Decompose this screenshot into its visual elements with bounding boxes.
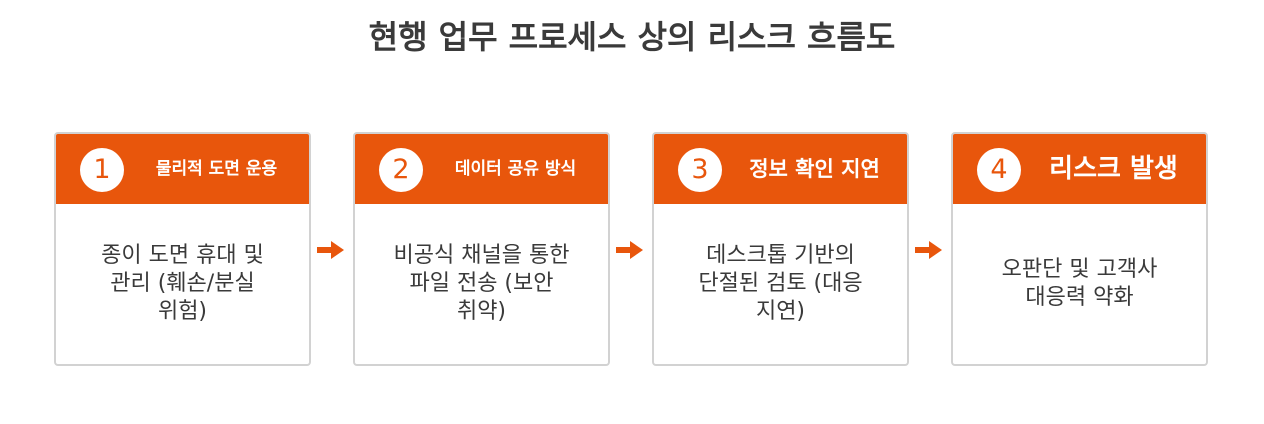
arrow-right-icon — [317, 241, 344, 259]
description-line: 대응력 약화 — [1025, 285, 1134, 310]
description-line: 취약) — [456, 299, 507, 324]
description-line: 데스크톱 기반의 — [706, 243, 855, 268]
description-line: 위험) — [157, 299, 208, 324]
step-description: 데스크톱 기반의 단절된 검토 (대응 지연) — [664, 204, 897, 364]
step-header: 1 물리적 도면 운용 — [56, 134, 309, 204]
step-number-badge: 3 — [678, 148, 722, 192]
arrow-right-icon — [616, 241, 643, 259]
step-description: 비공식 채널을 통한 파일 전송 (보안 취약) — [365, 204, 598, 364]
description-line: 비공식 채널을 통한 — [393, 243, 570, 268]
step-number-badge: 1 — [80, 148, 124, 192]
step-description: 오판단 및 고객사 대응력 약화 — [963, 204, 1196, 364]
step-number-badge: 2 — [379, 148, 423, 192]
step-title: 물리적 도면 운용 — [155, 159, 278, 179]
description-line: 오판단 및 고객사 — [1001, 257, 1158, 282]
page-title: 현행 업무 프로세스 상의 리스크 흐름도 — [368, 18, 896, 56]
description-line: 단절된 검토 (대응 — [698, 271, 863, 296]
step-title: 리스크 발생 — [1049, 154, 1178, 184]
step-title: 데이터 공유 방식 — [454, 159, 577, 179]
step-header: 4 리스크 발생 — [953, 134, 1206, 204]
arrow-right-icon — [915, 241, 942, 259]
step-description: 종이 도면 휴대 및 관리 (훼손/분실 위험) — [66, 204, 299, 364]
step-header: 3 정보 확인 지연 — [654, 134, 907, 204]
step-header: 2 데이터 공유 방식 — [355, 134, 608, 204]
description-line: 관리 (훼손/분실 — [110, 271, 255, 296]
description-line: 지연) — [755, 299, 806, 324]
process-step-1: 1 물리적 도면 운용 종이 도면 휴대 및 관리 (훼손/분실 위험) — [54, 132, 311, 366]
process-step-2: 2 데이터 공유 방식 비공식 채널을 통한 파일 전송 (보안 취약) — [353, 132, 610, 366]
step-title: 정보 확인 지연 — [749, 157, 880, 181]
step-number-badge: 4 — [977, 148, 1021, 192]
process-step-3: 3 정보 확인 지연 데스크톱 기반의 단절된 검토 (대응 지연) — [652, 132, 909, 366]
description-line: 파일 전송 (보안 — [409, 271, 554, 296]
process-step-4: 4 리스크 발생 오판단 및 고객사 대응력 약화 — [951, 132, 1208, 366]
description-line: 종이 도면 휴대 및 — [101, 243, 264, 268]
